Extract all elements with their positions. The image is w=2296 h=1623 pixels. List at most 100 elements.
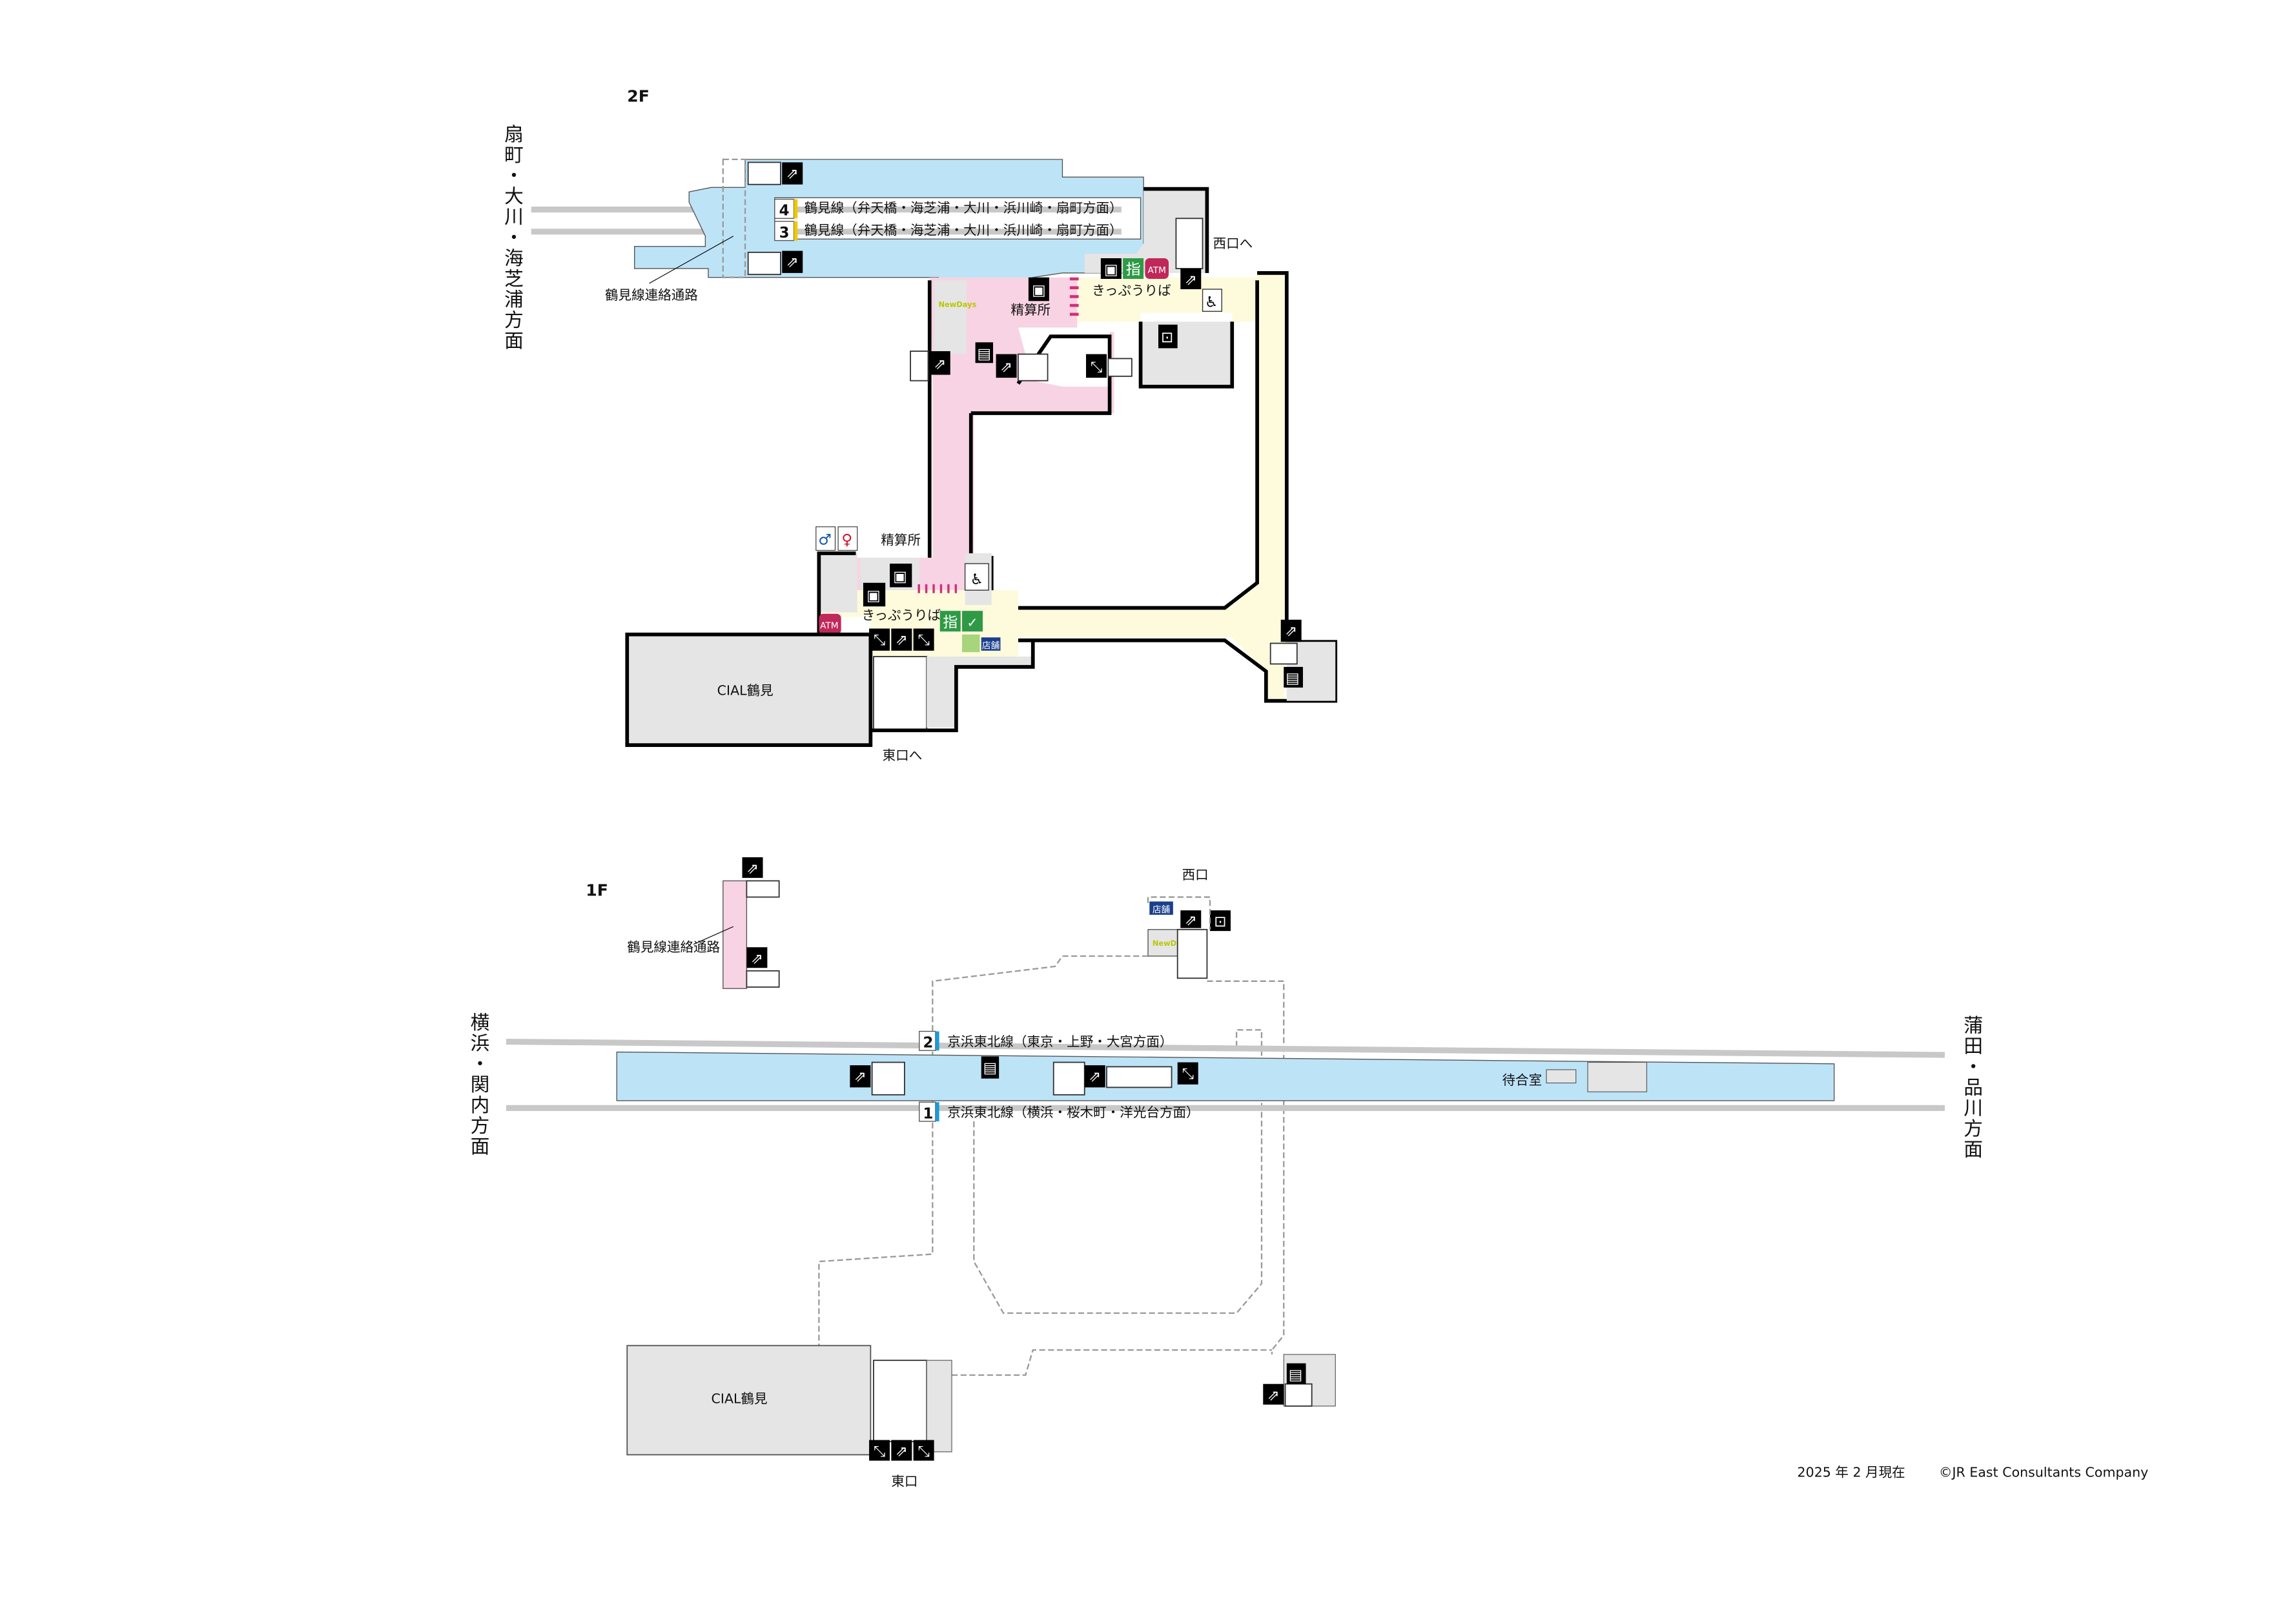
stairs-icon: ⇗: [782, 250, 803, 273]
floor-2f-title: 2F: [627, 87, 650, 106]
svg-text:⤡: ⤡: [917, 1444, 929, 1460]
stairs: [746, 880, 780, 898]
svg-text:⇗: ⇗: [1089, 1068, 1101, 1085]
escalator: [1106, 1066, 1173, 1088]
west-exit-label: 西口へ: [1213, 236, 1253, 251]
atm-icon: ATM: [1145, 258, 1169, 279]
connection-passage-1f: [723, 880, 748, 989]
concourse-corridor: [1018, 272, 1287, 701]
floor-1f-title: 1F: [586, 881, 608, 899]
svg-text:⇗: ⇗: [1185, 272, 1197, 289]
wheelchair-icon: ♿: [1202, 289, 1222, 312]
cial-label-1f: CIAL鶴見: [712, 1391, 768, 1406]
cial-building-1f: [626, 1345, 872, 1456]
shop-sign: 店舗: [1149, 901, 1173, 915]
stairs-icon: ⇗: [782, 162, 803, 185]
ticket-office-label: きっぷうりば: [1092, 283, 1171, 298]
elevator-icon: ▤: [975, 342, 994, 363]
stairs-icon: ⇗: [929, 351, 950, 375]
stairs-icon: ⇗: [1084, 1065, 1105, 1088]
escalator-icon: ⤡: [869, 1440, 890, 1461]
stairs-icon: ⇗: [1280, 619, 1302, 642]
direction-kamata: 蒲田・品川方面: [1960, 1015, 1983, 1159]
svg-text:⇗: ⇗: [896, 1444, 908, 1460]
escalator-icon: ⤡: [1177, 1062, 1198, 1085]
ticket-gates: [1069, 277, 1079, 316]
svg-text:▤: ▤: [1286, 670, 1300, 687]
svg-text:ATM: ATM: [820, 621, 839, 631]
svg-text:▣: ▣: [1032, 282, 1046, 299]
ticket-machine-icon: ▣: [863, 582, 886, 607]
toilet-women-icon: ♀: [837, 526, 858, 551]
fare-adjustment-label-2: 精算所: [881, 532, 921, 547]
svg-text:⇗: ⇗: [1267, 1387, 1280, 1404]
direction-ogimachi: 扇町・大川・海芝浦方面: [501, 124, 524, 351]
svg-text:⤡: ⤡: [874, 632, 885, 649]
svg-text:♿: ♿: [1205, 294, 1218, 311]
newdays-logo: NewDays: [938, 300, 976, 309]
elevator-icon: ▤: [1286, 1363, 1306, 1384]
west-exit-label-1f: 西口: [1182, 867, 1209, 883]
platform-3-sign: 3 鶴見線（弁天橋・海芝浦・大川・浜川崎・扇町方面）: [774, 221, 1123, 241]
svg-text:⇗: ⇗: [786, 254, 799, 271]
stairs: [1052, 1061, 1085, 1096]
svg-text:⇗: ⇗: [751, 950, 763, 967]
platform-4-sign: 4 鶴見線（弁天橋・海芝浦・大川・浜川崎・扇町方面）: [774, 198, 1123, 219]
connection-passage-label: 鶴見線連絡通路: [605, 287, 698, 303]
cial-label: CIAL鶴見: [717, 682, 774, 698]
ticket-gates: [917, 584, 958, 593]
escalator-icon: ⤡: [913, 1440, 934, 1461]
stairs: [1269, 642, 1298, 665]
platform-1-label: 京浜東北線（横浜・桜木町・洋光台方面）: [947, 1105, 1199, 1120]
svg-text:⇗: ⇗: [854, 1068, 866, 1085]
svg-text:▤: ▤: [983, 1060, 998, 1077]
keihin-platform: [616, 1051, 1835, 1101]
escalator-icon: ⤡: [869, 628, 890, 651]
connection-passage-label-1f: 鶴見線連絡通路: [627, 939, 720, 955]
elevator-icon: ▤: [981, 1056, 999, 1079]
svg-text:2: 2: [923, 1035, 933, 1052]
locker-icon: ⊡: [1209, 910, 1231, 932]
track-2: [506, 1038, 1945, 1058]
svg-text:▣: ▣: [893, 568, 907, 585]
svg-text:店舗: 店舗: [1153, 905, 1171, 915]
stairs-east-1f: [873, 1360, 928, 1442]
svg-text:指: 指: [1126, 261, 1141, 278]
stairs-icon: ⇗: [891, 1440, 912, 1461]
stairs-west-1f: [1176, 928, 1208, 979]
fare-adjustment-label: 精算所: [1010, 302, 1051, 318]
stairs: [910, 351, 929, 382]
svg-text:▤: ▤: [978, 345, 992, 362]
stairs: [747, 251, 781, 276]
stairs-icon: ⇗: [742, 857, 763, 878]
svg-text:⇗: ⇗: [746, 861, 759, 877]
stairs: [746, 970, 780, 988]
svg-text:⇗: ⇗: [934, 356, 946, 373]
stairs: [871, 1061, 905, 1096]
east-exit-label: 東口へ: [883, 748, 923, 763]
elevator-icon: ▤: [1284, 667, 1303, 688]
wheelchair-icon: ♿: [964, 563, 989, 591]
stairs-icon: ⇗: [1180, 910, 1202, 929]
copyright: ©JR East Consultants Company: [1939, 1465, 2148, 1480]
waiting-room-label: 待合室: [1502, 1072, 1542, 1088]
stairs-icon: ⇗: [996, 354, 1017, 378]
direction-yokohama: 横浜・関内方面: [467, 1012, 489, 1157]
stairs-icon: ⇗: [850, 1065, 871, 1088]
stairs-icon: ⇗: [746, 947, 768, 968]
svg-text:⊡: ⊡: [1214, 914, 1226, 930]
stairs: [1017, 353, 1049, 382]
atm-icon: ATM: [819, 613, 841, 635]
svg-text:⤡: ⤡: [1182, 1066, 1194, 1083]
svg-text:⇗: ⇗: [896, 632, 908, 649]
toilet-men-icon: ♂: [815, 526, 836, 551]
ticket-machine-icon: ▣: [1100, 258, 1122, 279]
cial-building: [625, 632, 873, 748]
escalator-icon: ⤡: [1086, 354, 1107, 378]
stairs-icon: ⇗: [1263, 1383, 1284, 1405]
passage-outline: [722, 158, 746, 278]
svg-text:ATM: ATM: [1147, 265, 1166, 276]
svg-text:⇗: ⇗: [1000, 359, 1012, 376]
locker-icon: ⊡: [1158, 324, 1178, 349]
